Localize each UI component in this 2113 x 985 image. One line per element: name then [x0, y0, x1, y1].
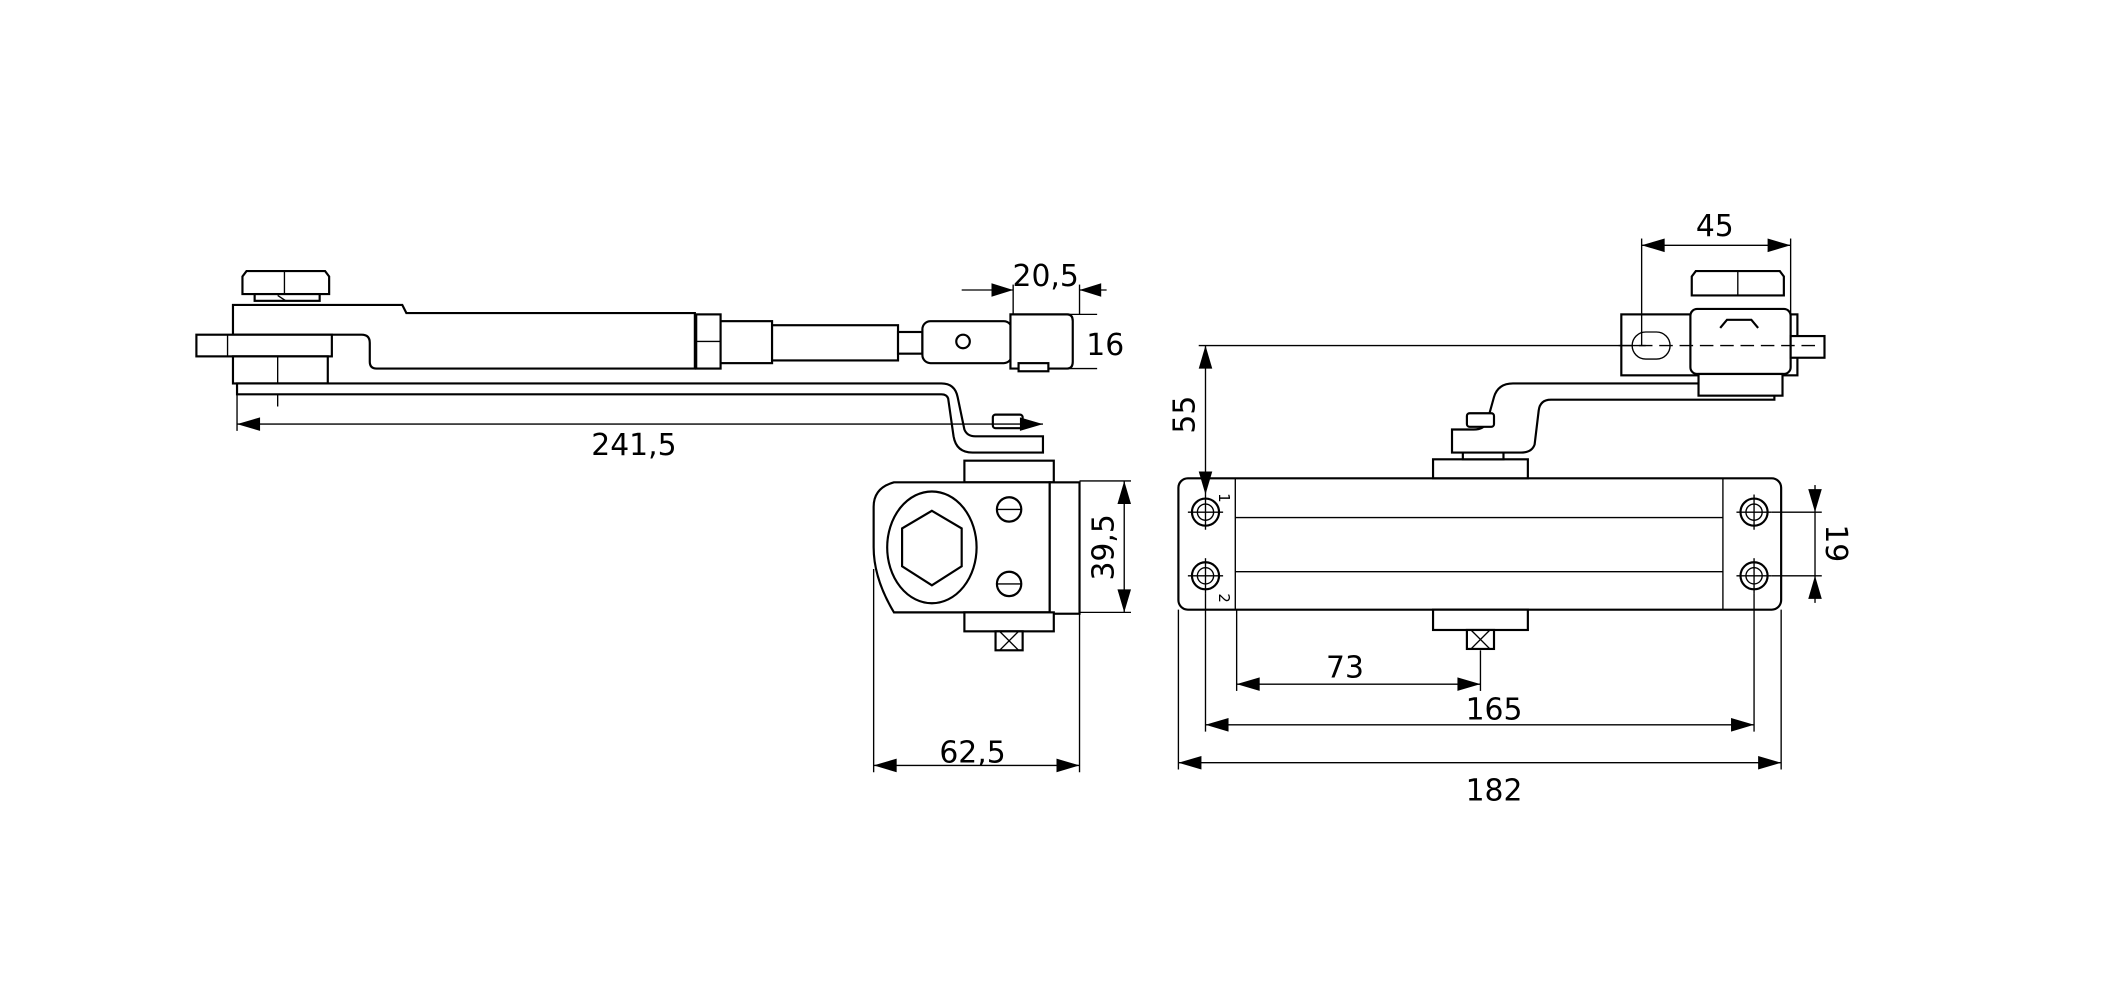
closer-body-side [872, 459, 1081, 652]
closer-body [1177, 477, 1783, 611]
dim-arm-length: 241,5 [236, 383, 1043, 463]
dim-clevis-width: 20,5 [961, 259, 1107, 315]
dim-label: 73 [1326, 650, 1364, 685]
dim-label: 62,5 [939, 736, 1005, 771]
arm-plate [195, 333, 333, 358]
threaded-rod [719, 320, 774, 365]
lower-arm [235, 382, 1045, 454]
dim-hole-spacing-vertical: 19 [1771, 485, 1853, 603]
dim-label: 182 [1466, 774, 1523, 809]
dim-label: 241,5 [591, 428, 676, 463]
dim-label: 165 [1466, 692, 1523, 727]
clevis [921, 320, 1013, 365]
dim-label: 16 [1086, 328, 1124, 363]
dim-bracket-width: 45 [1640, 209, 1792, 346]
bracket [1618, 269, 1826, 397]
clevis-end [1009, 313, 1074, 370]
dim-label: 55 [1168, 396, 1203, 434]
dim-overall-length: 182 [1177, 609, 1782, 809]
mounting-hole-icon [1187, 494, 1224, 530]
bearing [231, 355, 329, 385]
hex-socket [901, 509, 963, 587]
side-view: 241,5 20,5 16 39,5 62,5 [195, 259, 1131, 773]
dim-hole-spacing-horizontal: 165 [1204, 593, 1755, 732]
dim-arm-offset: 55 [1168, 344, 1646, 495]
dim-body-depth: 62,5 [872, 569, 1081, 773]
dim-label: 45 [1696, 209, 1734, 244]
mounting-holes: 1 2 [1187, 493, 1772, 603]
dim-pivot-offset: 73 [1235, 609, 1482, 691]
dim-clevis-height: 16 [1070, 313, 1124, 370]
mounting-hole-icon [1736, 494, 1772, 530]
dim-label: 39,5 [1086, 514, 1121, 580]
dim-label: 19 [1818, 524, 1853, 562]
hole-label: 2 [1215, 593, 1233, 602]
main-arm [231, 303, 696, 370]
mounting-hole-icon [1736, 558, 1772, 594]
dim-body-height: 39,5 [1079, 480, 1131, 614]
front-view: 1 2 55 45 19 73 165 [1168, 209, 1853, 809]
arm-nut [241, 269, 331, 302]
dim-label: 20,5 [1013, 259, 1079, 294]
hole-label: 1 [1215, 493, 1233, 502]
mounting-hole-icon [1187, 558, 1224, 594]
rod [770, 324, 900, 362]
